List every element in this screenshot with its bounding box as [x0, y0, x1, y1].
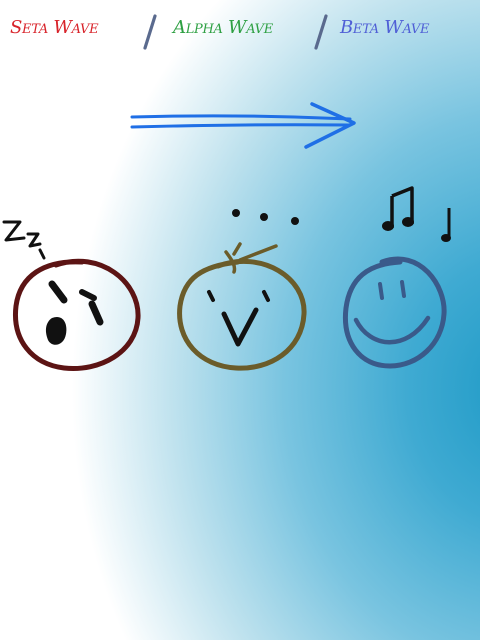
progression-arrow-icon	[130, 102, 356, 149]
ellipsis-icon	[232, 209, 299, 225]
zzz-icon	[2, 220, 46, 260]
music-notes-icon	[382, 186, 451, 242]
happy-face-icon	[342, 186, 451, 369]
tab-separator	[314, 14, 328, 50]
tab-alpha-wave[interactable]: Alpha Wave	[173, 17, 273, 38]
tab-separator	[143, 14, 157, 50]
neutral-face-icon	[177, 209, 307, 371]
tab-seta-wave[interactable]: Seta Wave	[10, 17, 99, 38]
sleeping-face-icon	[2, 220, 141, 372]
wave-tab-bar: Seta Wave Alpha Wave Beta Wave	[0, 0, 480, 60]
tab-beta-wave[interactable]: Beta Wave	[340, 17, 430, 38]
